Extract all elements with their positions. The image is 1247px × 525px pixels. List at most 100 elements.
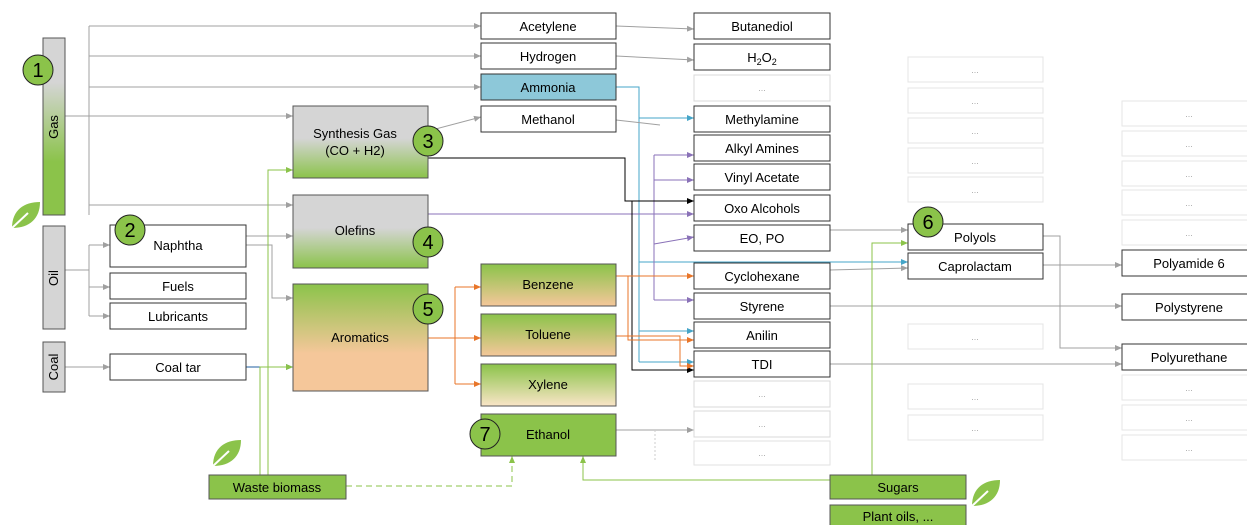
- polymer-placeholder-box: ...: [1121, 434, 1247, 461]
- syngas-black-connectors: [428, 157, 694, 373]
- caprolactam-label: Caprolactam: [938, 259, 1012, 274]
- polymer-placeholder-box: ...: [1121, 404, 1247, 431]
- number-marker-5: 5: [412, 293, 444, 325]
- oil-source-box: Oil: [42, 225, 66, 330]
- derivative-placeholder-box: ...: [693, 440, 831, 466]
- cyclohexane-label: Cyclohexane: [724, 269, 799, 284]
- ellipsis-text: ...: [758, 448, 766, 458]
- gas-connectors: [65, 23, 482, 215]
- svg-text:6: 6: [922, 212, 933, 234]
- vinyl-acetate-box: Vinyl Acetate: [693, 163, 831, 191]
- acetylene-label: Acetylene: [519, 19, 576, 34]
- ellipsis-text: ...: [1185, 413, 1193, 423]
- synthesis-gas-label: Synthesis Gas: [313, 126, 397, 141]
- olefins-label: Olefins: [335, 223, 376, 238]
- xylene-label: Xylene: [528, 377, 568, 392]
- anilin-box: Anilin: [693, 321, 831, 349]
- butanediol-box: Butanediol: [693, 12, 831, 40]
- derivative-placeholder-box: ...: [693, 410, 831, 438]
- oxo-alcohols-box: Oxo Alcohols: [693, 194, 831, 222]
- bio-green-connectors: [259, 167, 908, 487]
- waste-biomass-box: Waste biomass: [208, 474, 347, 500]
- derivative-placeholder-box: ...: [693, 380, 831, 408]
- butanediol-label: Butanediol: [731, 19, 793, 34]
- eo-po-label: EO, PO: [740, 231, 785, 246]
- polymer-placeholder-box: ...: [1121, 219, 1247, 246]
- anilin-label: Anilin: [746, 328, 778, 343]
- polymer-placeholder-box: ...: [1121, 100, 1247, 127]
- coal-tar-label: Coal tar: [155, 360, 201, 375]
- monomer-placeholder-box: ...: [907, 414, 1044, 441]
- number-marker-3: 3: [412, 125, 444, 157]
- svg-text:4: 4: [422, 232, 433, 254]
- h2o2-label: H2O2: [747, 50, 777, 67]
- leaf-icon: [212, 440, 241, 467]
- ellipsis-text: ...: [1185, 109, 1193, 119]
- number-marker-7: 7: [469, 418, 501, 450]
- plant-oils-box: Plant oils, ...: [829, 504, 967, 525]
- styrene-label: Styrene: [740, 299, 785, 314]
- monomer-placeholder-box: ...: [907, 147, 1044, 174]
- ellipsis-text: ...: [1185, 169, 1193, 179]
- polymer-placeholder-box: ...: [1121, 189, 1247, 216]
- ellipsis-text: ...: [1185, 443, 1193, 453]
- ammonia-label: Ammonia: [521, 80, 577, 95]
- polyamide-6-box: Polyamide 6: [1121, 249, 1247, 277]
- number-marker-4: 4: [412, 226, 444, 258]
- ellipsis-text: ...: [758, 419, 766, 429]
- monomer-placeholder-box: ...: [907, 117, 1044, 144]
- derivative-placeholder-box: ...: [693, 74, 831, 102]
- tdi-box: TDI: [693, 350, 831, 378]
- polyols-label: Polyols: [954, 230, 996, 245]
- toluene-label: Toluene: [525, 327, 571, 342]
- ethanol-label: Ethanol: [526, 427, 570, 442]
- ammonia-blue-connectors: [616, 86, 908, 365]
- tdi-label: TDI: [752, 357, 773, 372]
- ellipsis-text: ...: [971, 126, 979, 136]
- cyclohexane-box: Cyclohexane: [693, 262, 831, 290]
- methanol-connector: [615, 119, 661, 126]
- fuels-box: Fuels: [109, 272, 247, 300]
- ellipsis-text: ...: [971, 65, 979, 75]
- benzene-label: Benzene: [522, 277, 573, 292]
- plant-oils-label: Plant oils, ...: [863, 509, 934, 524]
- polystyrene-label: Polystyrene: [1155, 300, 1223, 315]
- vinyl-acetate-label: Vinyl Acetate: [725, 170, 800, 185]
- oil-connectors: [65, 233, 293, 370]
- polyurethane-label: Polyurethane: [1151, 350, 1228, 365]
- benzene-box: Benzene: [480, 263, 617, 307]
- svg-text:7: 7: [479, 424, 490, 446]
- connectors: [65, 23, 1122, 487]
- acetylene-box: Acetylene: [480, 12, 617, 40]
- synthesis-gas-formula: (CO + H2): [325, 143, 385, 158]
- alkyl-amines-label: Alkyl Amines: [725, 141, 799, 156]
- monomer-placeholder-box: ...: [907, 323, 1044, 350]
- monomer-placeholder-box: ...: [907, 176, 1044, 203]
- methanol-box: Methanol: [480, 105, 617, 133]
- ellipsis-text: ...: [971, 332, 979, 342]
- svg-text:5: 5: [422, 299, 433, 321]
- ellipsis-text: ...: [758, 83, 766, 93]
- waste-biomass-label: Waste biomass: [233, 480, 322, 495]
- ellipsis-text: ...: [971, 96, 979, 106]
- lubricants-label: Lubricants: [148, 309, 208, 324]
- ammonia-box: Ammonia: [480, 73, 617, 101]
- methanol-label: Methanol: [521, 112, 575, 127]
- svg-text:3: 3: [422, 131, 433, 153]
- hydrogen-label: Hydrogen: [520, 49, 576, 64]
- ellipsis-text: ...: [1185, 383, 1193, 393]
- svg-text:1: 1: [32, 60, 43, 82]
- xylene-box: Xylene: [480, 363, 617, 407]
- leaf-icon: [971, 480, 1000, 507]
- polymer-placeholder-box: ...: [1121, 130, 1247, 157]
- methylamine-box: Methylamine: [693, 105, 831, 133]
- monomer-placeholder-box: ...: [907, 56, 1044, 83]
- oil-label: Oil: [46, 270, 61, 286]
- aromatics-orange-connectors: [428, 273, 694, 387]
- coal-source-box: Coal: [42, 341, 66, 393]
- ellipsis-text: ...: [971, 185, 979, 195]
- ellipsis-text: ...: [971, 156, 979, 166]
- polystyrene-box: Polystyrene: [1121, 293, 1247, 321]
- fuels-label: Fuels: [162, 279, 194, 294]
